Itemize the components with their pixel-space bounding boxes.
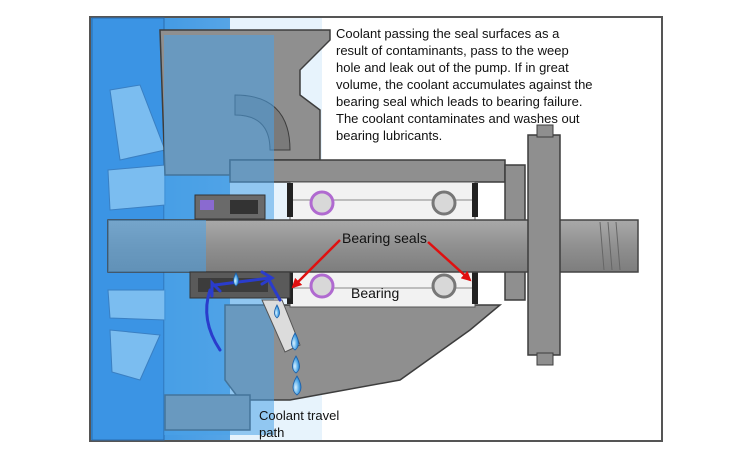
arrow-to-right-seal — [427, 241, 472, 282]
weep-hole — [261, 299, 301, 353]
shaft-thread — [599, 221, 621, 271]
coolant-flow-arrows — [205, 270, 282, 352]
bearing-label: Bearing — [351, 285, 400, 301]
description-line: Coolant passing the seal surfaces as a — [336, 26, 560, 41]
description-line: hole and leak out of the pump. If in gre… — [336, 60, 569, 75]
bearing-balls — [309, 190, 457, 299]
mechanical-seal-upper — [194, 194, 266, 220]
impeller-vanes — [107, 84, 166, 381]
coolant-path-label-line1: Coolant travel — [259, 408, 340, 423]
mechanical-seal-lower — [189, 271, 291, 299]
description-line: bearing lubricants. — [336, 128, 443, 143]
description-text: Coolant passing the seal surfaces as a r… — [336, 25, 666, 144]
flange-bottom-nub — [536, 352, 554, 366]
bearing-seal-left-upper — [287, 183, 293, 217]
bearing-seals-label: Bearing seals — [342, 230, 427, 246]
description-line: volume, the coolant accumulates against … — [336, 77, 593, 92]
coolant-path-label-line2: path — [259, 425, 285, 440]
shaft-coolant-overlay — [108, 220, 206, 272]
description-line: bearing seal which leads to bearing fail… — [336, 94, 583, 109]
flange-top-nub — [536, 124, 554, 138]
description-line: The coolant contaminates and washes out — [336, 111, 580, 126]
coolant-drops — [233, 272, 302, 396]
description-line: result of contaminants, pass to the weep — [336, 43, 569, 58]
bearing-seal-right — [472, 272, 478, 304]
coolant-path-label: Coolant travel path — [259, 407, 339, 441]
bearing-seal-right-upper — [472, 183, 478, 217]
arrow-to-left-seal — [291, 239, 341, 289]
shaft-flange — [527, 134, 561, 356]
